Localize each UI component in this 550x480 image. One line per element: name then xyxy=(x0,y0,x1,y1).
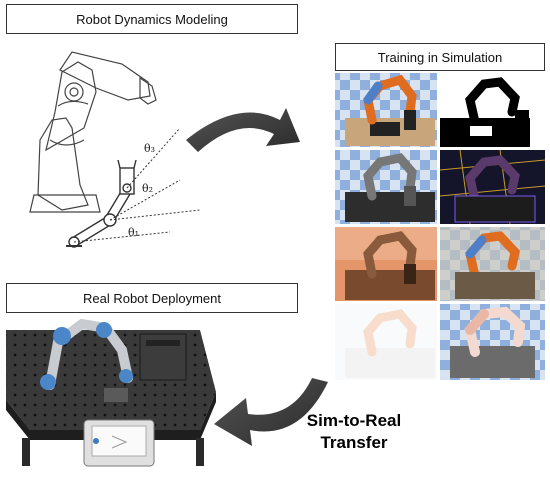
training-simulation-title: Training in Simulation xyxy=(335,43,545,71)
theta3-label: θ₃ xyxy=(144,142,155,155)
arrow-to-real xyxy=(214,378,328,446)
sim-to-real-label: Sim-to-Real Transfer xyxy=(298,410,410,454)
sim-to-real-line1: Sim-to-Real xyxy=(306,411,402,430)
real-deployment-title: Real Robot Deployment xyxy=(6,283,298,313)
robot-arm-sketch xyxy=(29,51,157,213)
sim-tile-2 xyxy=(440,73,545,147)
sim-tile-5 xyxy=(335,227,437,301)
sim-tile-7 xyxy=(335,304,437,380)
sim-tile-6 xyxy=(440,227,545,301)
real-robot-photo xyxy=(6,318,216,467)
angle-guides xyxy=(73,127,201,243)
sim-to-real-line2: Transfer xyxy=(320,433,388,452)
sim-tile-3 xyxy=(335,150,437,224)
theta1-label: θ₁ xyxy=(128,226,139,239)
sim-tile-4 xyxy=(439,149,546,225)
sim-tile-1 xyxy=(335,73,437,147)
robot-dynamics-title: Robot Dynamics Modeling xyxy=(6,4,298,34)
kinematic-chain xyxy=(66,159,137,248)
simulation-grid xyxy=(335,73,546,380)
sim-tile-8 xyxy=(440,304,545,380)
theta2-label: θ₂ xyxy=(142,182,153,195)
arrow-to-simulation xyxy=(186,108,300,152)
